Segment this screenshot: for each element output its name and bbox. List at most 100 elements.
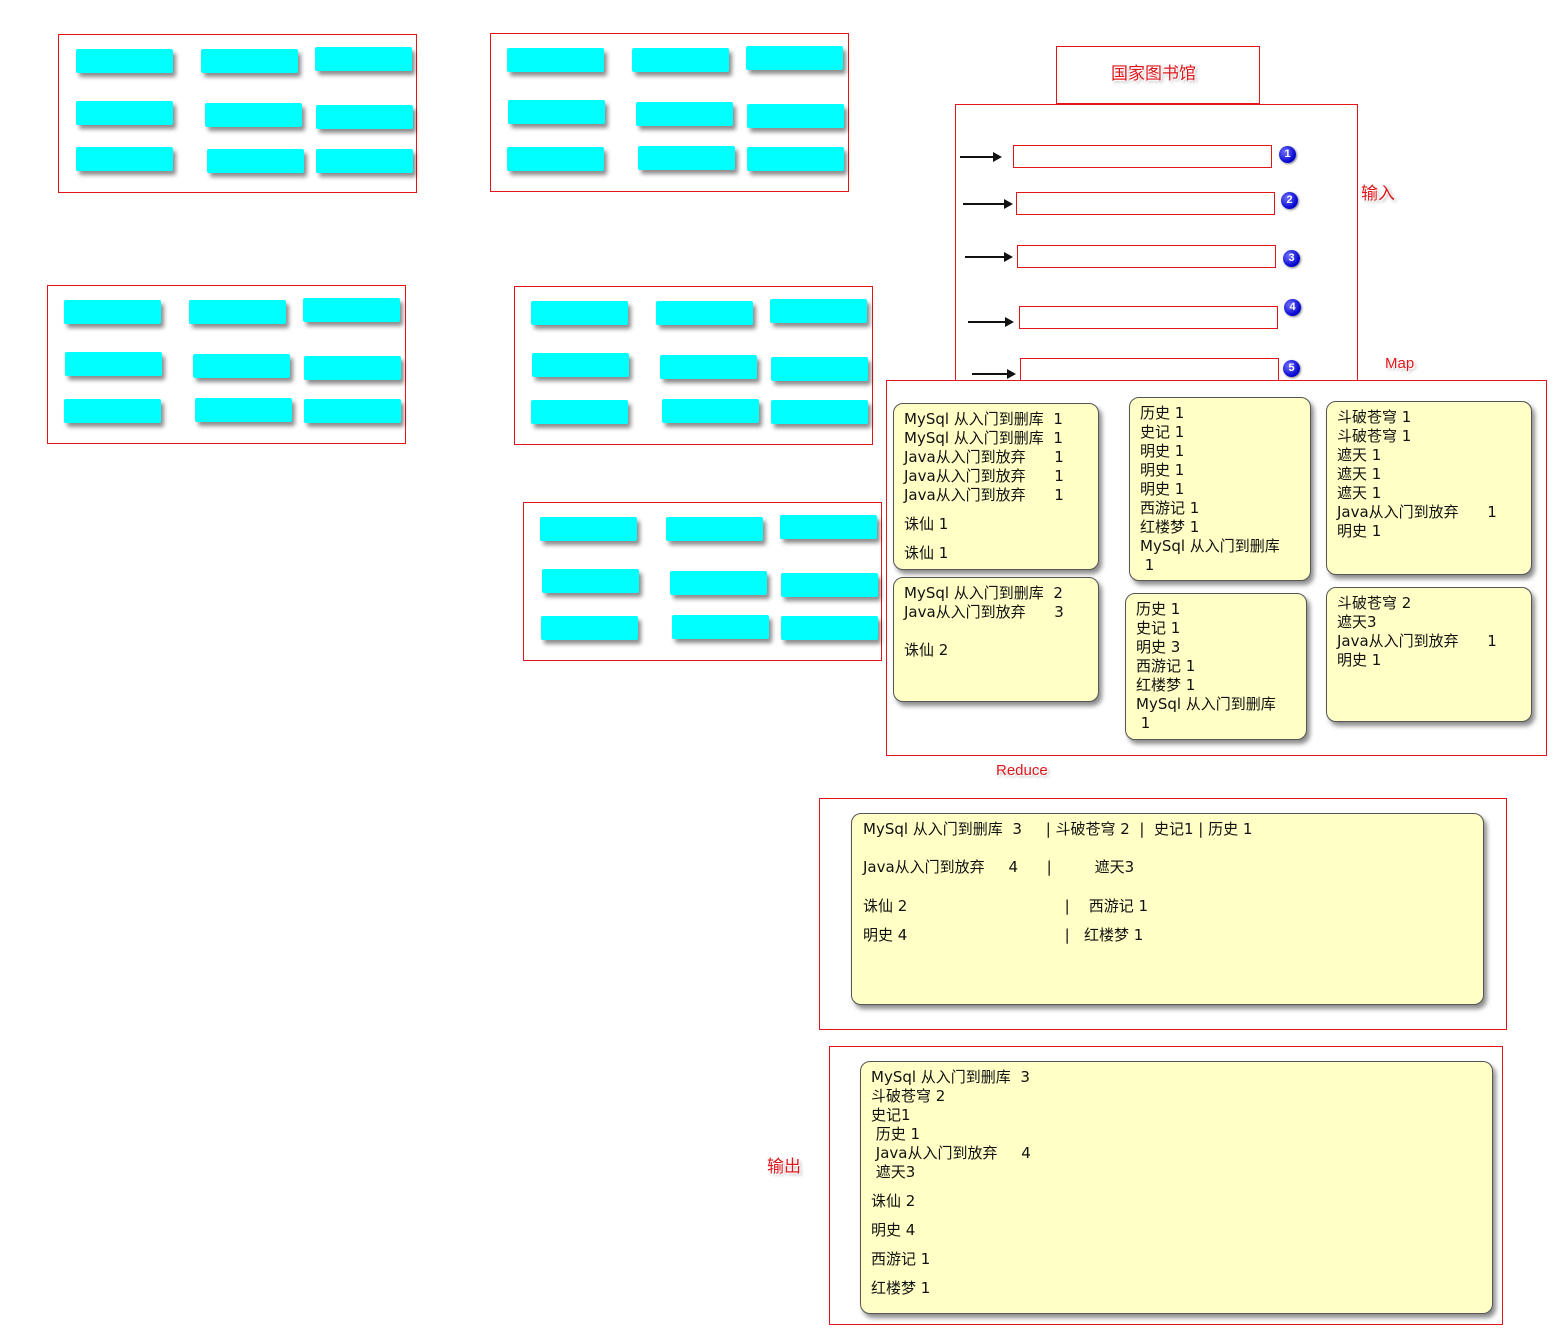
book	[746, 46, 843, 70]
book	[76, 101, 173, 125]
book	[64, 399, 161, 423]
badge-1: 1	[1279, 146, 1296, 163]
book	[315, 47, 412, 71]
output-card: MySql 从入门到删库 3 斗破苍穹 2 史记1 历史 1 Java从入门到放…	[860, 1061, 1493, 1314]
output-line: 诛仙 2	[871, 1192, 916, 1210]
book	[747, 104, 844, 128]
map-card-fantasy: 斗破苍穹 1 斗破苍穹 1 遮天 1 遮天 1 遮天 1 Java从入门到放弃 …	[1326, 401, 1532, 575]
card-line: Java从入门到放弃 1	[1337, 503, 1497, 521]
reduce-label: Reduce	[996, 762, 1048, 779]
card-line: 明史 1	[1337, 651, 1382, 669]
book	[770, 299, 867, 323]
card-line: Java从入门到放弃 3	[904, 603, 1064, 621]
book	[316, 149, 413, 173]
book	[76, 49, 173, 73]
book	[670, 571, 767, 595]
input-label: 输入	[1361, 184, 1395, 204]
book	[780, 515, 877, 539]
arrow-2	[963, 199, 1013, 209]
reduce-frame	[819, 798, 1507, 1030]
book	[76, 147, 173, 171]
output-line: 遮天3	[871, 1163, 916, 1181]
book	[541, 616, 638, 640]
book	[195, 398, 292, 422]
input-slot-5	[1020, 358, 1279, 381]
card-line: MySql 从入门到删库	[1140, 537, 1280, 555]
map-label: Map	[1385, 355, 1415, 372]
card-line: 史记 1	[1140, 423, 1185, 441]
book	[65, 352, 162, 376]
badge-4: 4	[1284, 299, 1301, 316]
card-line: 史记 1	[1136, 619, 1181, 637]
book	[303, 298, 400, 322]
card-line: 红楼梦 1	[1140, 518, 1200, 536]
arrow-1	[960, 152, 1002, 162]
arrow-3	[965, 252, 1013, 262]
book	[662, 399, 759, 423]
card-line: 明史 3	[1136, 638, 1181, 656]
book	[205, 103, 302, 127]
book	[632, 48, 729, 72]
book	[771, 357, 868, 381]
output-line: 历史 1	[871, 1125, 921, 1143]
book	[656, 301, 753, 325]
card-line: 遮天 1	[1337, 484, 1382, 502]
card-line: 斗破苍穹 1	[1337, 408, 1412, 426]
book	[540, 517, 637, 541]
badge-3: 3	[1283, 250, 1300, 267]
card-line: 1	[1140, 556, 1155, 574]
book	[660, 355, 757, 379]
book	[771, 400, 868, 424]
output-frame	[829, 1046, 1503, 1325]
reduce-line: MySql 从入门到删库 3 | 斗破苍穹 2 | 史记1 | 历史 1	[863, 820, 1253, 838]
reduce-line: 明史 4 | 红楼梦 1	[863, 926, 1144, 944]
card-line: 明史 1	[1140, 480, 1185, 498]
badge-2: 2	[1281, 192, 1298, 209]
card-line: 遮天 1	[1337, 465, 1382, 483]
card-line: Java从入门到放弃 1	[904, 486, 1064, 504]
output-line: 斗破苍穹 2	[871, 1087, 946, 1105]
card-line: 历史 1	[1136, 600, 1181, 618]
book	[672, 615, 769, 639]
output-line: MySql 从入门到删库 3	[871, 1068, 1030, 1086]
book	[532, 353, 629, 377]
combine-card-mysql-java: MySql 从入门到删库 2 Java从入门到放弃 3 诛仙 2	[893, 577, 1099, 702]
card-line: MySql 从入门到删库 2	[904, 584, 1063, 602]
input-slot-3	[1017, 245, 1276, 268]
card-line: MySql 从入门到删库 1	[904, 429, 1063, 447]
card-line: 红楼梦 1	[1136, 676, 1196, 694]
card-line: 诛仙 1	[904, 544, 949, 562]
book	[781, 616, 878, 640]
book	[193, 354, 290, 378]
book	[507, 147, 604, 171]
book	[531, 301, 628, 325]
card-line: 明史 1	[1140, 461, 1185, 479]
book	[531, 400, 628, 424]
input-slot-1	[1013, 145, 1272, 168]
card-line: 明史 1	[1337, 522, 1382, 540]
combine-card-history: 历史 1 史记 1 明史 3 西游记 1 红楼梦 1 MySql 从入门到删库 …	[1125, 593, 1307, 740]
map-card-history: 历史 1 史记 1 明史 1 明史 1 明史 1 西游记 1 红楼梦 1 MyS…	[1129, 397, 1311, 581]
book	[207, 149, 304, 173]
input-slot-2	[1016, 192, 1275, 215]
card-line: 1	[1136, 714, 1151, 732]
book	[781, 573, 878, 597]
card-line: 斗破苍穹 1	[1337, 427, 1412, 445]
card-line: 西游记 1	[1136, 657, 1196, 675]
reduce-card: MySql 从入门到删库 3 | 斗破苍穹 2 | 史记1 | 历史 1 Jav…	[851, 813, 1484, 1005]
book	[201, 49, 298, 73]
book	[189, 300, 286, 324]
card-line: 历史 1	[1140, 404, 1185, 422]
book	[638, 146, 735, 170]
book	[304, 356, 401, 380]
book	[542, 569, 639, 593]
title-box: 国家图书馆	[1056, 46, 1260, 104]
book	[64, 300, 161, 324]
book	[508, 100, 605, 124]
bookshelf-5	[523, 502, 882, 661]
card-line: 遮天3	[1337, 613, 1377, 631]
card-line: Java从入门到放弃 1	[1337, 632, 1497, 650]
book	[316, 105, 413, 129]
card-line: 遮天 1	[1337, 446, 1382, 464]
bookshelf-3	[47, 285, 406, 444]
